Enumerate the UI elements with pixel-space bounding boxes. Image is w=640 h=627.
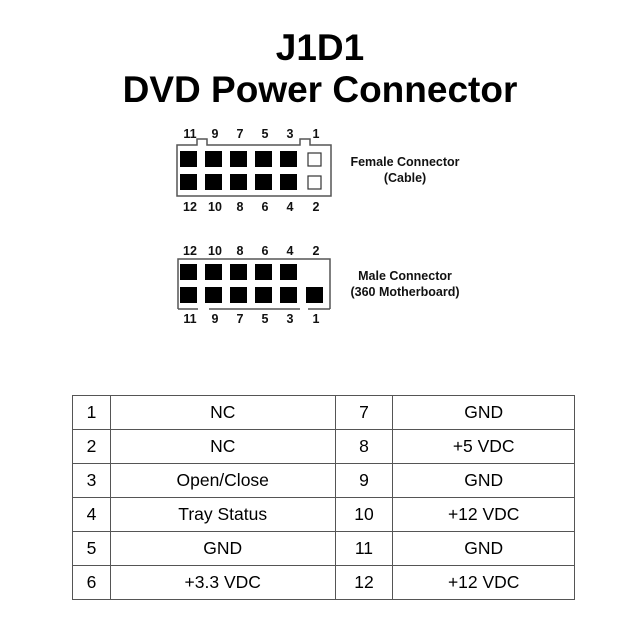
pin-filled [205,174,222,190]
pin-number-label: 4 [287,200,294,214]
pin-filled [255,264,272,280]
signal-cell: NC [109,395,336,430]
pin-number-label: 6 [262,244,269,258]
signal-cell: +12 VDC [392,565,575,600]
signal-cell: +3.3 VDC [109,565,336,600]
pin-filled [230,287,247,303]
signal-cell: +5 VDC [392,429,575,464]
female-connector-label: Female Connector (Cable) [340,154,470,186]
pin-filled [230,174,247,190]
pin-number-cell: 1 [72,395,111,430]
pin-filled [280,287,297,303]
pin-filled [306,287,323,303]
pin-filled [230,264,247,280]
pin-filled [205,151,222,167]
pin-filled [255,151,272,167]
male-connector: 12 10 8 6 4 2 11 9 7 5 3 1 [177,244,331,326]
signal-cell: Tray Status [109,497,336,532]
pin-filled [180,174,197,190]
pin-number-label: 2 [313,200,320,214]
pin-number-label: 12 [183,244,197,258]
pin-number-label: 9 [212,312,219,326]
pin-number-cell: 12 [334,565,394,600]
female-connector-label-line1: Female Connector [350,155,460,169]
pin-number-cell: 9 [334,463,394,498]
pin-filled [180,151,197,167]
pin-number-label: 10 [208,244,222,258]
signal-cell: NC [109,429,336,464]
pin-number-cell: 3 [72,463,111,498]
pin-number-label: 12 [183,200,197,214]
pin-filled [205,264,222,280]
pin-socket-empty [307,152,322,167]
pin-number-label: 2 [313,244,320,258]
pin-number-cell: 10 [334,497,394,532]
pin-filled [180,287,197,303]
signal-cell: Open/Close [109,463,336,498]
diagram-subtitle: DVD Power Connector [122,69,518,110]
pin-filled [280,174,297,190]
male-connector-label: Male Connector (360 Motherboard) [335,268,475,300]
connector-diagrams: 11 9 7 5 3 1 12 10 8 6 4 2 12 10 8 6 4 2 11 9 7 5 3 1 [176,127,332,326]
pin-number-cell: 11 [334,531,394,566]
signal-cell: GND [109,531,336,566]
pin-filled [230,151,247,167]
female-connector: 11 9 7 5 3 1 12 10 8 6 4 2 [176,127,332,214]
pin-number-label: 8 [237,200,244,214]
pin-number-label: 11 [183,312,196,326]
pin-filled [280,264,297,280]
pin-number-label: 11 [183,127,196,141]
pin-number-label: 1 [313,127,320,141]
pin-filled [280,151,297,167]
pin-number-cell: 2 [72,429,111,464]
pin-filled [180,264,197,280]
pin-number-label: 1 [313,312,320,326]
pin-number-cell: 6 [72,565,111,600]
male-connector-label-line2: (360 Motherboard) [350,285,460,299]
female-connector-label-line2: (Cable) [383,171,427,185]
male-connector-label-line1: Male Connector [358,269,452,283]
pin-socket-empty [307,175,322,190]
pin-filled [205,287,222,303]
signal-cell: GND [392,531,575,566]
pin-number-label: 3 [287,127,294,141]
pin-number-label: 6 [262,200,269,214]
pin-number-cell: 8 [334,429,394,464]
pin-number-cell: 4 [72,497,111,532]
pin-number-label: 5 [262,312,269,326]
pin-number-label: 10 [208,200,222,214]
pin-number-label: 9 [212,127,219,141]
signal-cell: +12 VDC [392,497,575,532]
pin-number-cell: 5 [72,531,111,566]
pin-number-label: 5 [262,127,269,141]
pin-number-cell: 7 [334,395,394,430]
diagram-title: J1D1 [275,27,365,68]
pin-filled [255,174,272,190]
pin-number-label: 3 [287,312,294,326]
signal-cell: GND [392,463,575,498]
pin-number-label: 7 [237,312,244,326]
signal-cell: GND [392,395,575,430]
pin-number-label: 7 [237,127,244,141]
pin-number-label: 4 [287,244,294,258]
pin-number-label: 8 [237,244,244,258]
pin-filled [255,287,272,303]
